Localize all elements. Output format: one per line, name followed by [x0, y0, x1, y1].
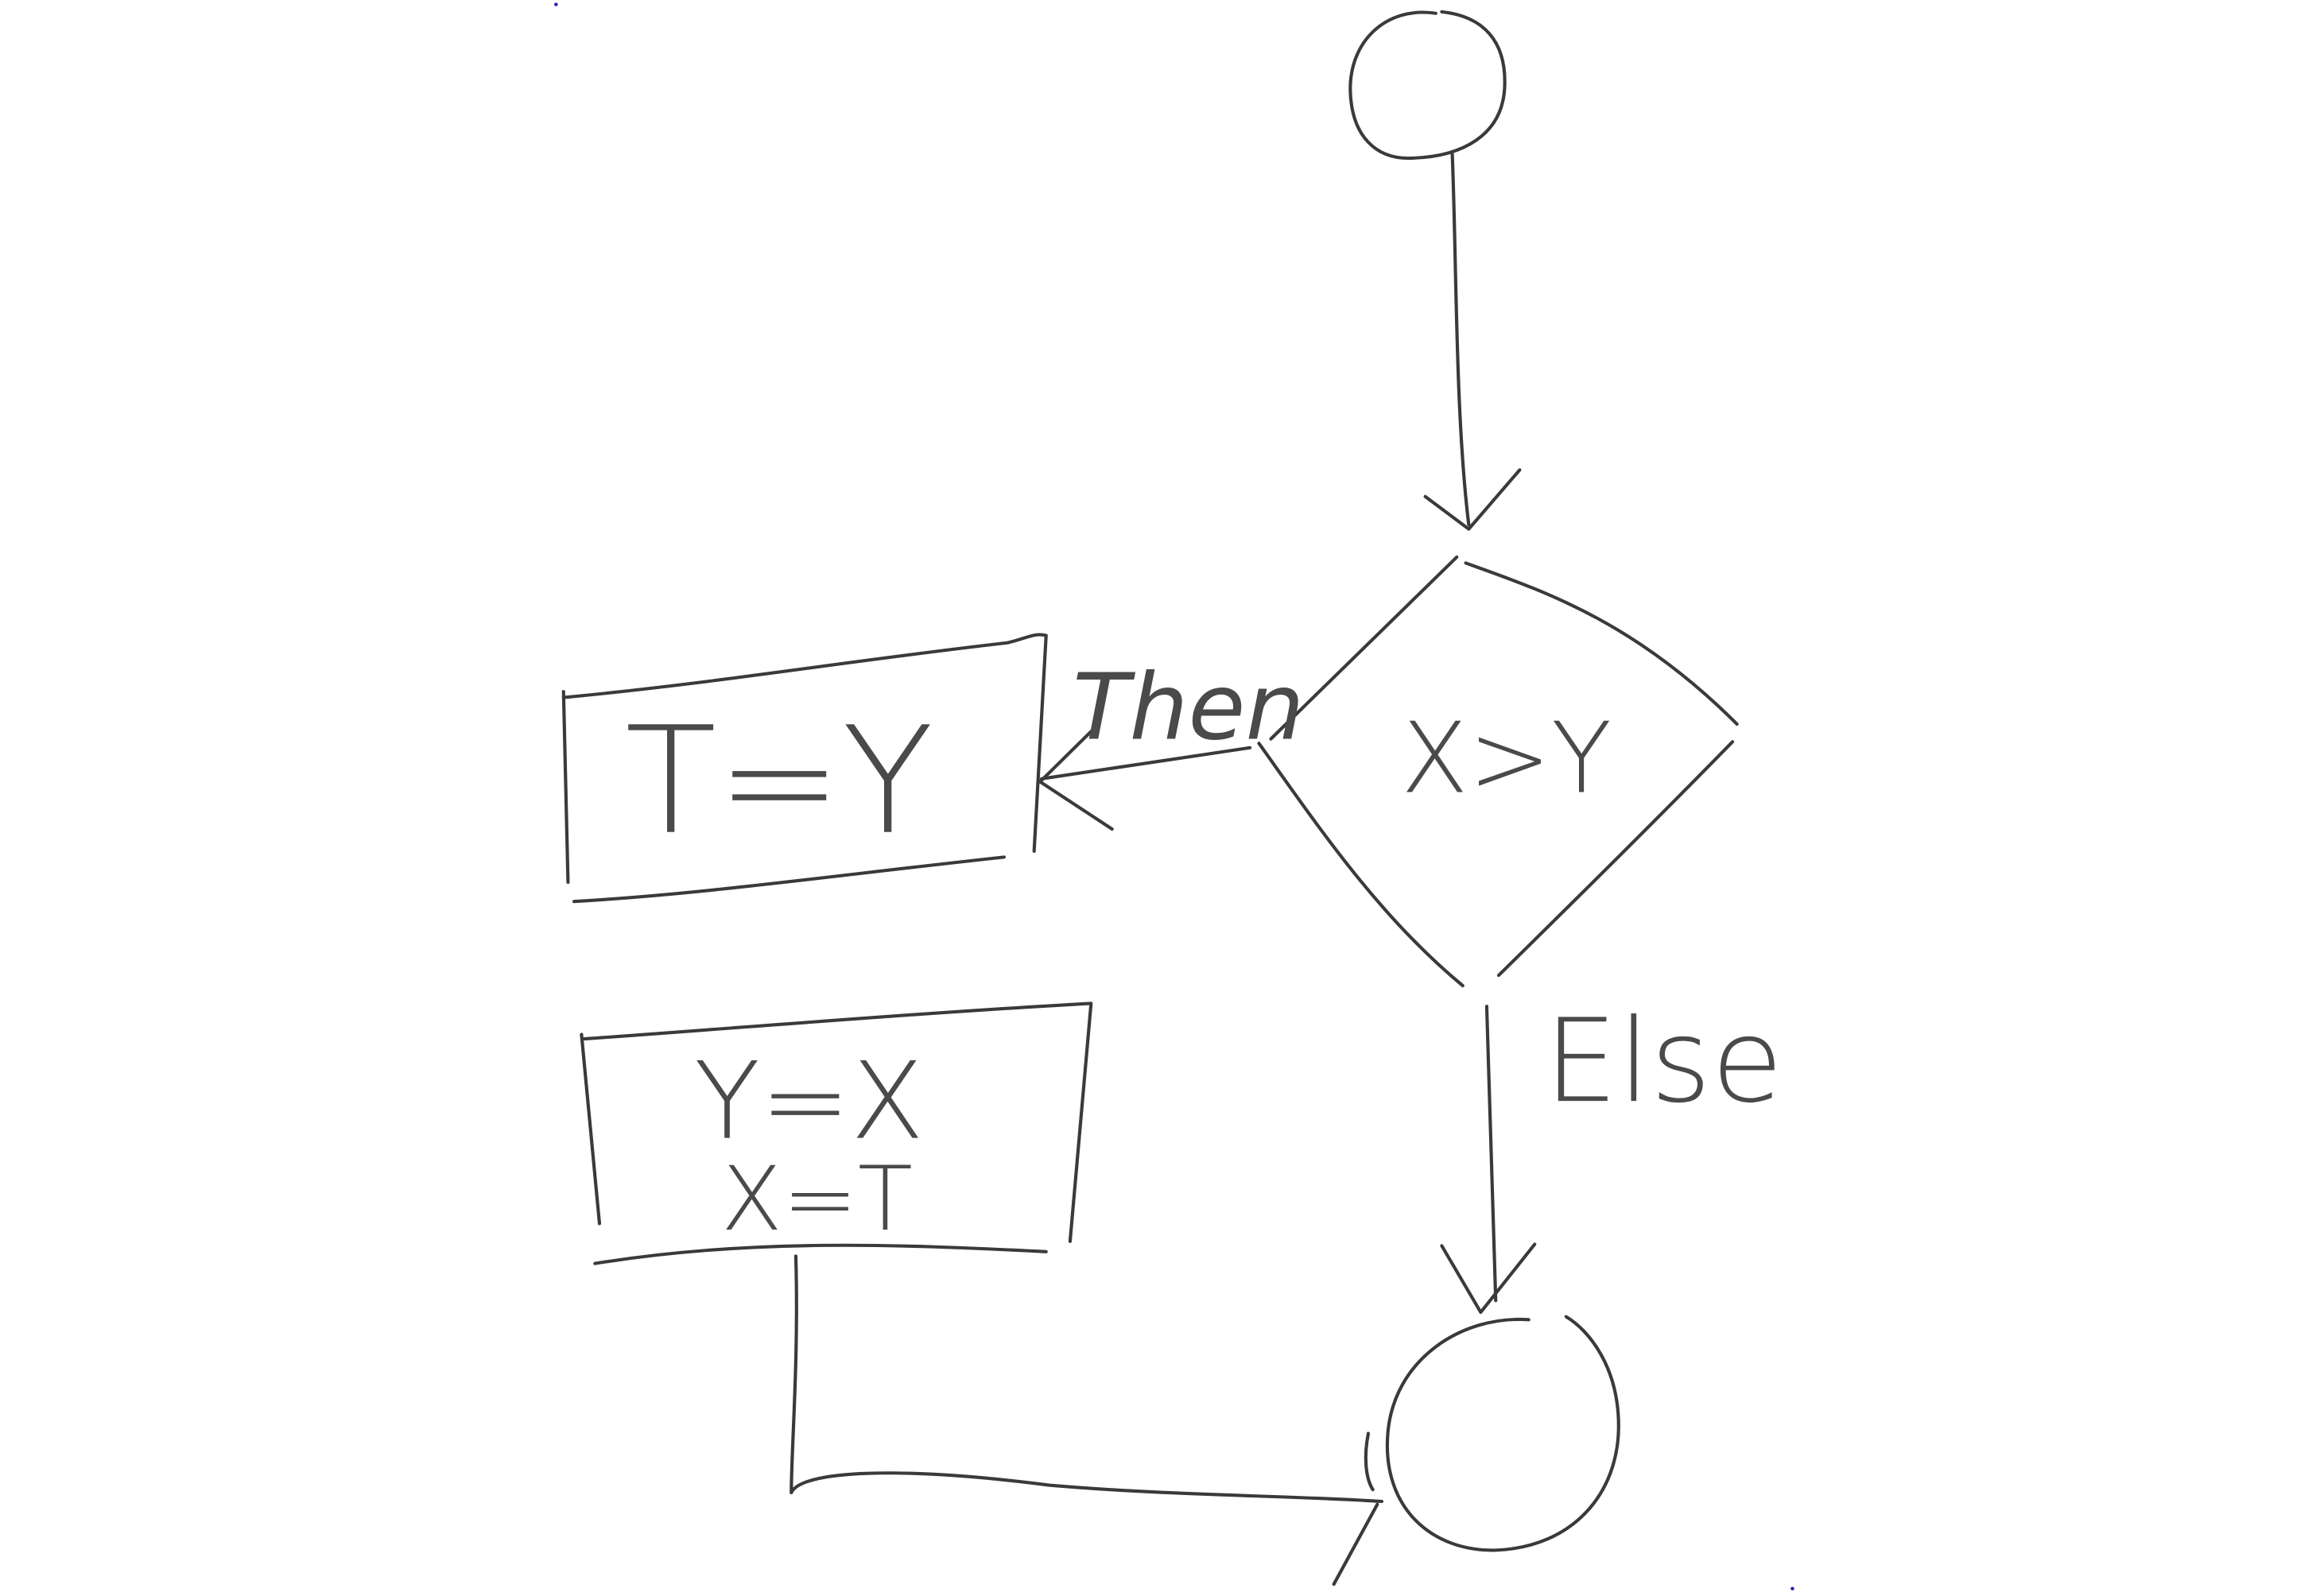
assign-t-label: T=Y: [625, 695, 933, 867]
then-label: Then: [1073, 654, 1304, 761]
arrow-start-to-decision: [1423, 152, 1522, 531]
decision-diamond[interactable]: X>Y: [1257, 555, 1739, 988]
arrow-else: Else: [1440, 994, 1783, 1315]
decision-label: X>Y: [1401, 702, 1612, 815]
swap-line-2: X=T: [721, 1149, 913, 1251]
else-label: Else: [1544, 994, 1783, 1129]
stray-dot: [1790, 1586, 1794, 1590]
swap-line-1: Y=X: [694, 1039, 925, 1163]
end-node[interactable]: [1364, 1315, 1620, 1552]
stray-dot: [554, 2, 558, 6]
swap-box[interactable]: Y=X X=T: [580, 1001, 1093, 1265]
arrow-swap-to-end: [789, 1254, 1384, 1586]
arrow-then: Then: [1038, 654, 1305, 831]
assign-t-box[interactable]: T=Y: [561, 633, 1048, 904]
start-node[interactable]: [1348, 10, 1507, 160]
